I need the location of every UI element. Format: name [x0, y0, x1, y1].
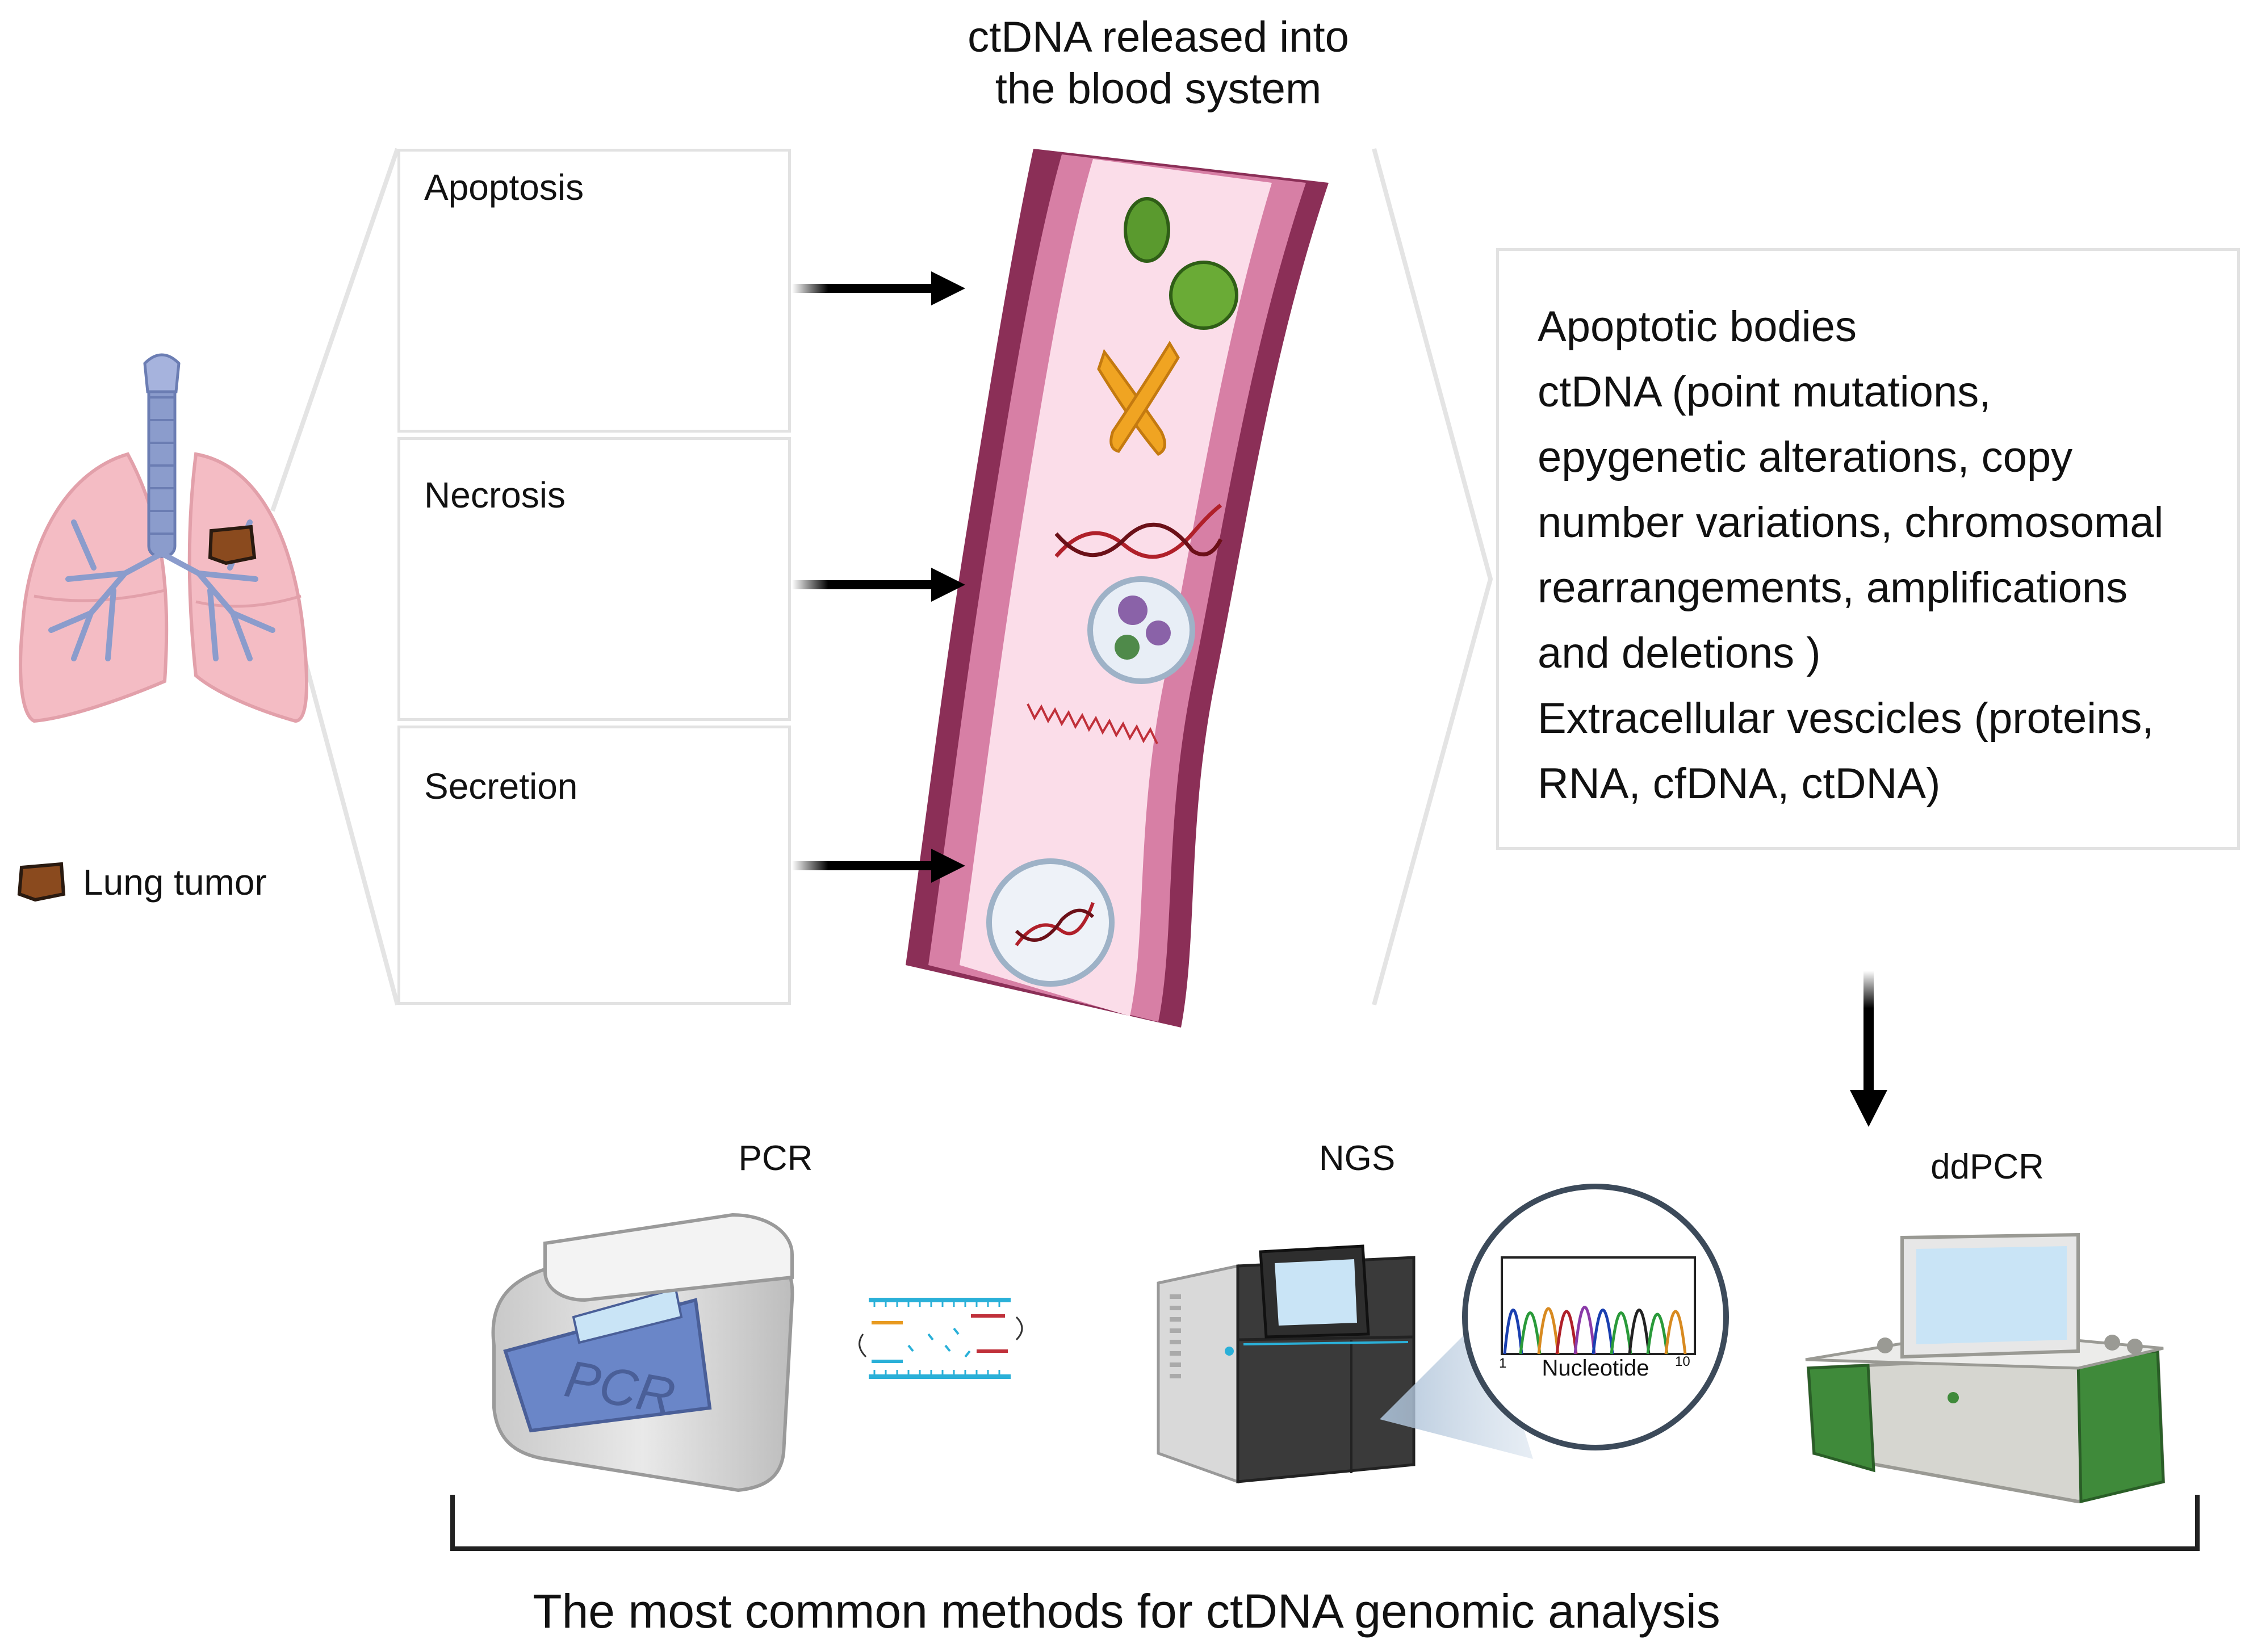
chromatogram-axis-start: 1	[1499, 1356, 1507, 1371]
arrow-necrosis-shaft	[792, 580, 937, 589]
rna-strand-icon	[1027, 703, 1158, 744]
contents-line: number variations, chromosomal	[1538, 498, 2164, 547]
process-label-apoptosis: Apoptosis	[424, 167, 584, 208]
method-label-ddpcr: ddPCR	[1930, 1147, 2044, 1186]
vessel-title-line1: ctDNA released into	[968, 13, 1349, 61]
vessel-to-contents-guides	[1372, 148, 1493, 1006]
contents-line: Extracellular vescicles (proteins,	[1538, 694, 2154, 743]
contents-line: Apoptotic bodies	[1538, 303, 1857, 351]
process-box-necrosis: Necrosis	[397, 437, 791, 721]
dna-helix-icon	[1054, 504, 1223, 559]
release-arrows	[792, 271, 965, 883]
extracellular-vesicle-proteins	[1087, 576, 1195, 684]
tumor-legend-icon	[17, 862, 66, 902]
contents-line: and deletions )	[1538, 629, 1821, 677]
tumor-legend-label: Lung tumor	[83, 862, 267, 903]
apoptotic-body-1	[1124, 197, 1170, 263]
process-label-necrosis: Necrosis	[424, 475, 566, 515]
method-label-ngs: NGS	[1318, 1139, 1396, 1178]
arrow-apoptosis-shaft	[792, 284, 937, 293]
chromatogram-axis-label: Nucleotide	[1542, 1356, 1649, 1381]
arrow-necrosis-head	[931, 568, 965, 602]
chromosome-icon	[1097, 341, 1180, 456]
arrow-secretion-head	[931, 849, 965, 883]
figure-caption: The most common methods for ctDNA genomi…	[533, 1584, 1720, 1638]
process-label-secretion: Secretion	[424, 766, 578, 807]
ngs-sequencer-icon	[1157, 1244, 1416, 1484]
methods-bracket	[450, 1495, 2200, 1551]
method-label-pcr: PCR	[738, 1139, 813, 1178]
vessel-title-line2: the blood system	[995, 65, 1322, 114]
chromatogram-frame	[1501, 1256, 1696, 1355]
lung-illustration	[19, 353, 308, 723]
pcr-machine-icon: PCR	[491, 1213, 794, 1492]
process-box-secretion: Secretion	[397, 726, 791, 1005]
apoptotic-body-2	[1169, 261, 1238, 330]
ctdna-contents-box: Apoptotic bodies ctDNA (point mutations,…	[1496, 248, 2240, 850]
contents-line: ctDNA (point mutations,	[1538, 368, 1991, 416]
contents-line: epygenetic alterations, copy	[1538, 433, 2073, 481]
vessel-title: ctDNA released into the blood system	[903, 11, 1414, 115]
ddpcr-instrument-icon	[1805, 1232, 2166, 1504]
chromatogram-lens	[1462, 1184, 1729, 1450]
chromatogram-axis-end: 10	[1675, 1354, 1690, 1369]
process-box-apoptosis: Apoptosis	[397, 149, 791, 433]
lung-tumor-mark	[208, 525, 257, 565]
blood-vessel	[906, 149, 1329, 1028]
contents-line: rearrangements, amplifications	[1538, 564, 2128, 612]
pcr-amplification-diagram	[859, 1298, 1023, 1379]
down-arrow	[1850, 971, 1887, 1127]
extracellular-vesicle-dna	[986, 858, 1115, 987]
arrow-apoptosis-head	[931, 271, 965, 305]
contents-line: RNA, cfDNA, ctDNA)	[1538, 760, 1941, 808]
arrow-secretion-shaft	[792, 861, 937, 870]
